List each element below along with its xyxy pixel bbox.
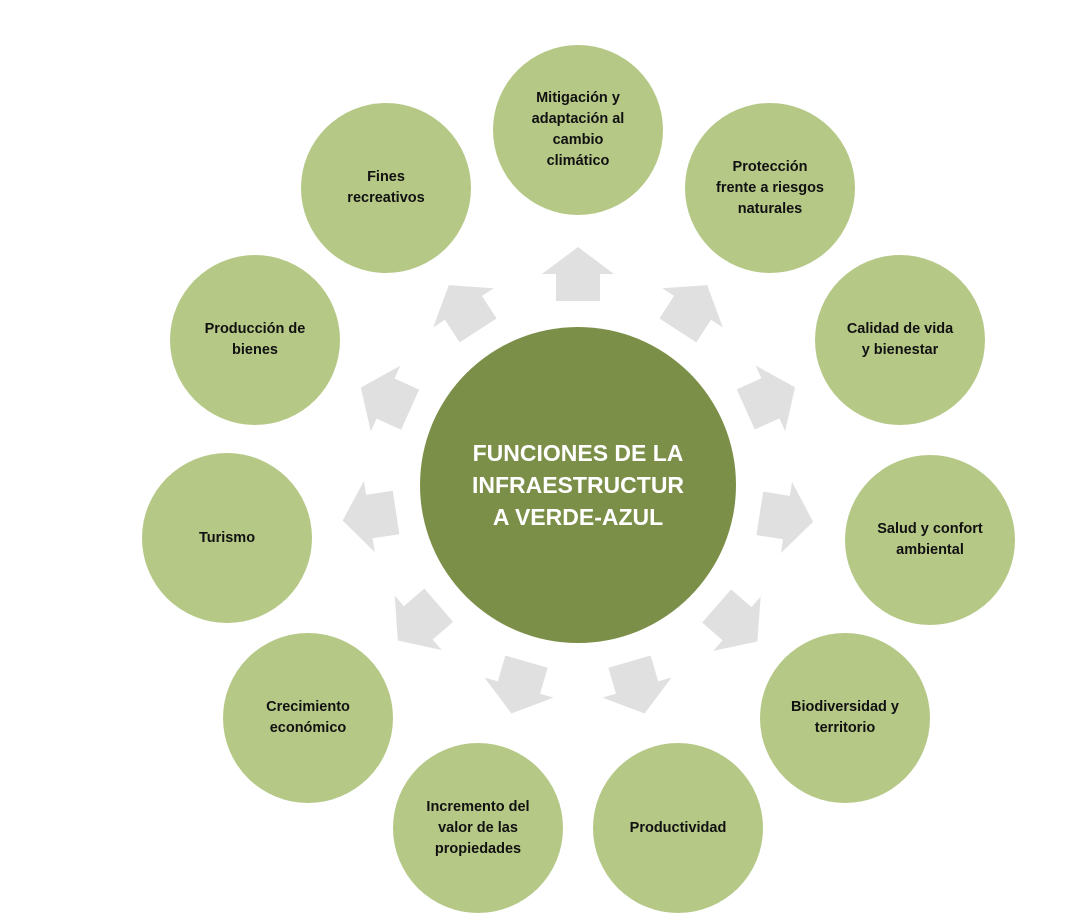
circle-label-line: adaptación al (531, 111, 625, 127)
circle-label-line: Mitigación y (536, 90, 620, 106)
circle-label-line: propiedades (434, 840, 522, 857)
circle-label-line: naturales (737, 200, 803, 217)
center-title-line: FUNCIONES DE LA (472, 440, 684, 466)
arrow-to-proteccion-icon (659, 285, 723, 343)
arrow-to-crecimiento-icon (394, 588, 454, 651)
center-circle: FUNCIONES DE LA INFRAESTRUCTUR A VERDE-AZU… (420, 327, 736, 643)
circle-label-line: frente a riesgos (716, 179, 824, 196)
arrow-to-incremento-valor-icon (484, 655, 554, 714)
circle-produccion: Producción de bienes (170, 255, 340, 425)
arrow-to-biodiversidad-icon (702, 589, 761, 651)
arrow-to-produccion-icon (360, 365, 420, 432)
arrow-to-mitigacion-icon (542, 247, 614, 301)
arrow-to-productividad-icon (602, 655, 672, 714)
circle-label-line: Producción de (204, 321, 306, 337)
circle-salud: Salud y confort ambiental (845, 455, 1015, 625)
circle-label-line: climático (546, 153, 610, 169)
circle-label-line: bienes (232, 342, 278, 358)
arrow-to-calidad-de-vida-icon (736, 365, 796, 432)
circle-label-line: recreativos (347, 190, 425, 206)
arrow-to-salud-icon (756, 482, 814, 554)
center-title-line: A VERDE-AZUL (492, 504, 664, 530)
circle-biodiversidad: Biodiversidad y territorio (760, 633, 930, 803)
circle-label-line: Protección (732, 158, 808, 175)
circle-proteccion: Protección frente a riesgos naturales (685, 103, 855, 273)
circle-label-line: valor de las (438, 819, 518, 836)
arrow-to-fines-recreativos-icon (433, 285, 497, 343)
circle-crecimiento: Crecimiento económico (223, 633, 393, 803)
circle-label-line: cambio (552, 132, 604, 148)
circle-label-line: Turismo (198, 529, 256, 546)
circle-label-line: Calidad de vida (846, 321, 954, 337)
circle-label-line: y bienestar (861, 342, 939, 358)
circle-label-line: económico (269, 720, 347, 736)
circle-label-line: Fines (367, 169, 405, 185)
circle-label-line: ambiental (896, 542, 964, 558)
circle-label-line: Productividad (629, 819, 727, 836)
circle-label-line: Crecimiento (266, 699, 350, 715)
circle-calidad-de-vida: Calidad de vida y bienestar (815, 255, 985, 425)
circle-mitigacion: Mitigación y adaptación al cambio climático (493, 45, 663, 215)
circle-incremento-valor: Incremento del valor de las propiedades (393, 743, 563, 913)
circle-label-line: territorio (814, 720, 876, 736)
circle-turismo: Turismo (142, 453, 312, 623)
circle-label-line: Salud y confort (877, 521, 983, 537)
circle-label-line: Incremento del (426, 798, 530, 815)
center-title-line: INFRAESTRUCTUR (471, 472, 685, 498)
circle-productividad: Productividad (593, 743, 763, 913)
circle-fines-recreativos: Fines recreativos (301, 103, 471, 273)
circle-label-line: Biodiversidad y (791, 699, 899, 715)
arrow-to-turismo-icon (342, 480, 400, 553)
